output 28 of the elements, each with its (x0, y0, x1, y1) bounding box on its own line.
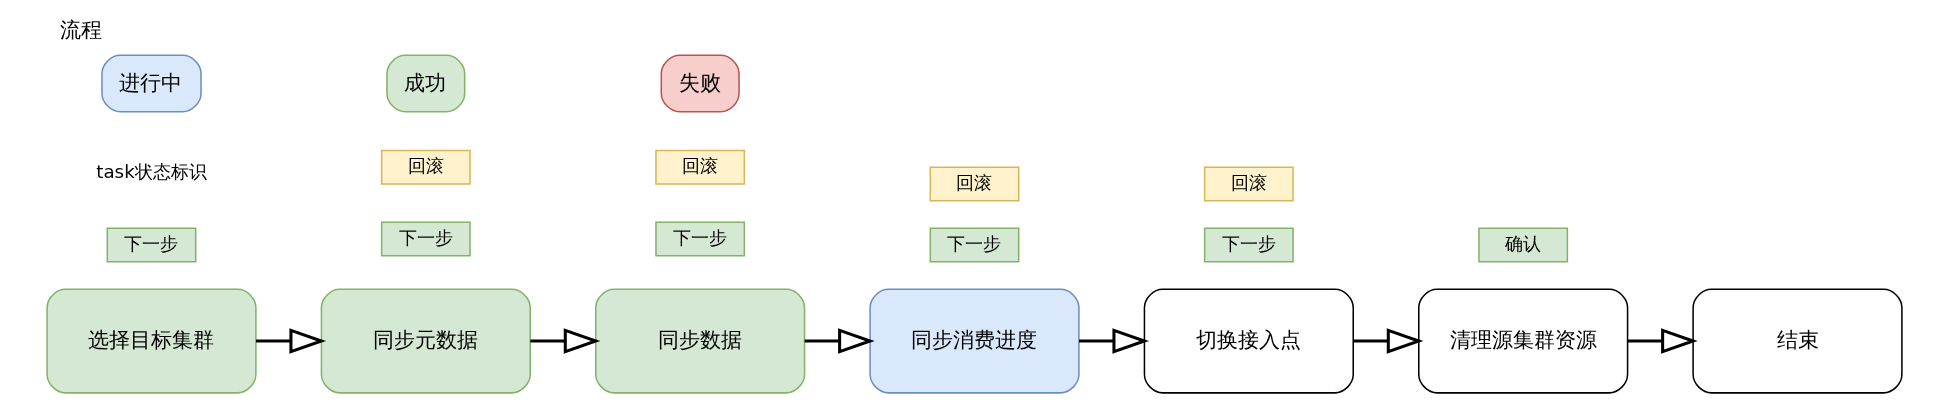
node-box: 下一步 (1203, 227, 1294, 263)
arrow (804, 328, 875, 354)
arrow (1627, 328, 1698, 354)
node-box: 结束 (1691, 288, 1903, 394)
node-box: 下一步 (929, 227, 1019, 263)
node-box: 同步消费进度 (868, 288, 1080, 394)
arrow (1352, 328, 1423, 354)
node-box: 同步数据 (594, 288, 805, 394)
node-box: 回滚 (654, 149, 745, 185)
node-box: 清理源集群资源 (1417, 288, 1628, 394)
node-box: 确认 (1477, 227, 1568, 263)
node-box: 切换接入点 (1143, 288, 1354, 394)
legend-label: 成功 (403, 69, 446, 95)
arrow (1078, 328, 1149, 354)
legend-label: 失败 (678, 69, 721, 95)
node-box: 选择目标集群 (45, 288, 257, 394)
node-box: 回滚 (929, 166, 1019, 202)
arrow (255, 328, 326, 354)
label: task状态标识 (95, 161, 207, 183)
node-box: 下一步 (654, 221, 745, 257)
node-box: 回滚 (1203, 166, 1294, 202)
node-box: 回滚 (380, 149, 471, 185)
node-box: 下一步 (106, 227, 196, 263)
node-box: 同步元数据 (320, 288, 531, 394)
diagram-title: 流程 (59, 17, 102, 43)
legend-label: 进行中 (118, 69, 182, 95)
arrow (529, 328, 600, 354)
node-box: 下一步 (380, 221, 471, 257)
